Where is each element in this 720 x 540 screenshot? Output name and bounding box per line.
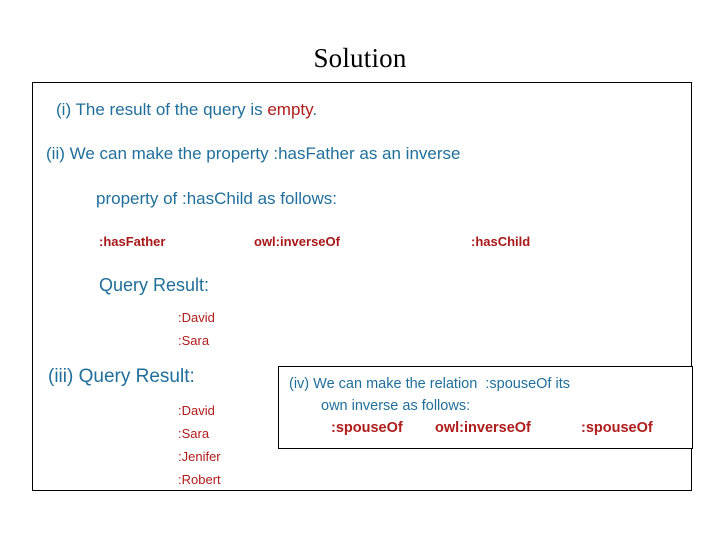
list-item: :David	[178, 403, 215, 418]
query-result-list-iii: :David :Sara :Jenifer :Robert	[178, 399, 221, 491]
triple-predicate: owl:inverseOf	[435, 420, 531, 436]
list-item: :Robert	[178, 472, 221, 487]
triple-object: :hasChild	[471, 234, 531, 249]
list-item: :Jenifer	[178, 449, 221, 464]
triple-spouse-of: :spouseOf owl:inverseOf :spouseOf	[331, 418, 691, 438]
statement-ii-line1: (ii) We can make the property :hasFather…	[46, 144, 461, 163]
list-item: :Sara	[178, 333, 210, 348]
statement-iv-line2: own inverse as follows:	[321, 398, 471, 414]
triple-has-father: :hasFather owl:inverseOf :hasChild	[99, 233, 659, 253]
statement-i: (i) The result of the query is empty.	[56, 99, 317, 121]
statement-iv-box: (iv) We can make the relation :spouseOf …	[278, 366, 693, 449]
query-result-label-ii: Query Result:	[99, 275, 210, 295]
statement-iv-line1: (iv) We can make the relation :spouseOf …	[289, 376, 570, 392]
triple-subject: :hasFather	[99, 234, 166, 249]
triple-subject: :spouseOf	[331, 420, 403, 436]
triple-predicate: owl:inverseOf	[254, 234, 340, 249]
triple-object: :spouseOf	[581, 420, 653, 436]
statement-i-emphasis: empty	[267, 100, 313, 119]
statement-iii-label: (iii) Query Result:	[48, 366, 195, 387]
query-result-list-ii: :David :Sara	[178, 306, 215, 352]
list-item: :David	[178, 310, 215, 325]
page-title: Solution	[313, 43, 407, 73]
solution-panel: (i) The result of the query is empty. (i…	[32, 82, 693, 491]
statement-ii-line2: property of :hasChild as follows:	[96, 189, 337, 208]
statement-i-prefix: (i) The result of the query is	[56, 100, 268, 119]
list-item: :Sara	[178, 426, 210, 441]
statement-i-suffix: .	[312, 100, 318, 119]
